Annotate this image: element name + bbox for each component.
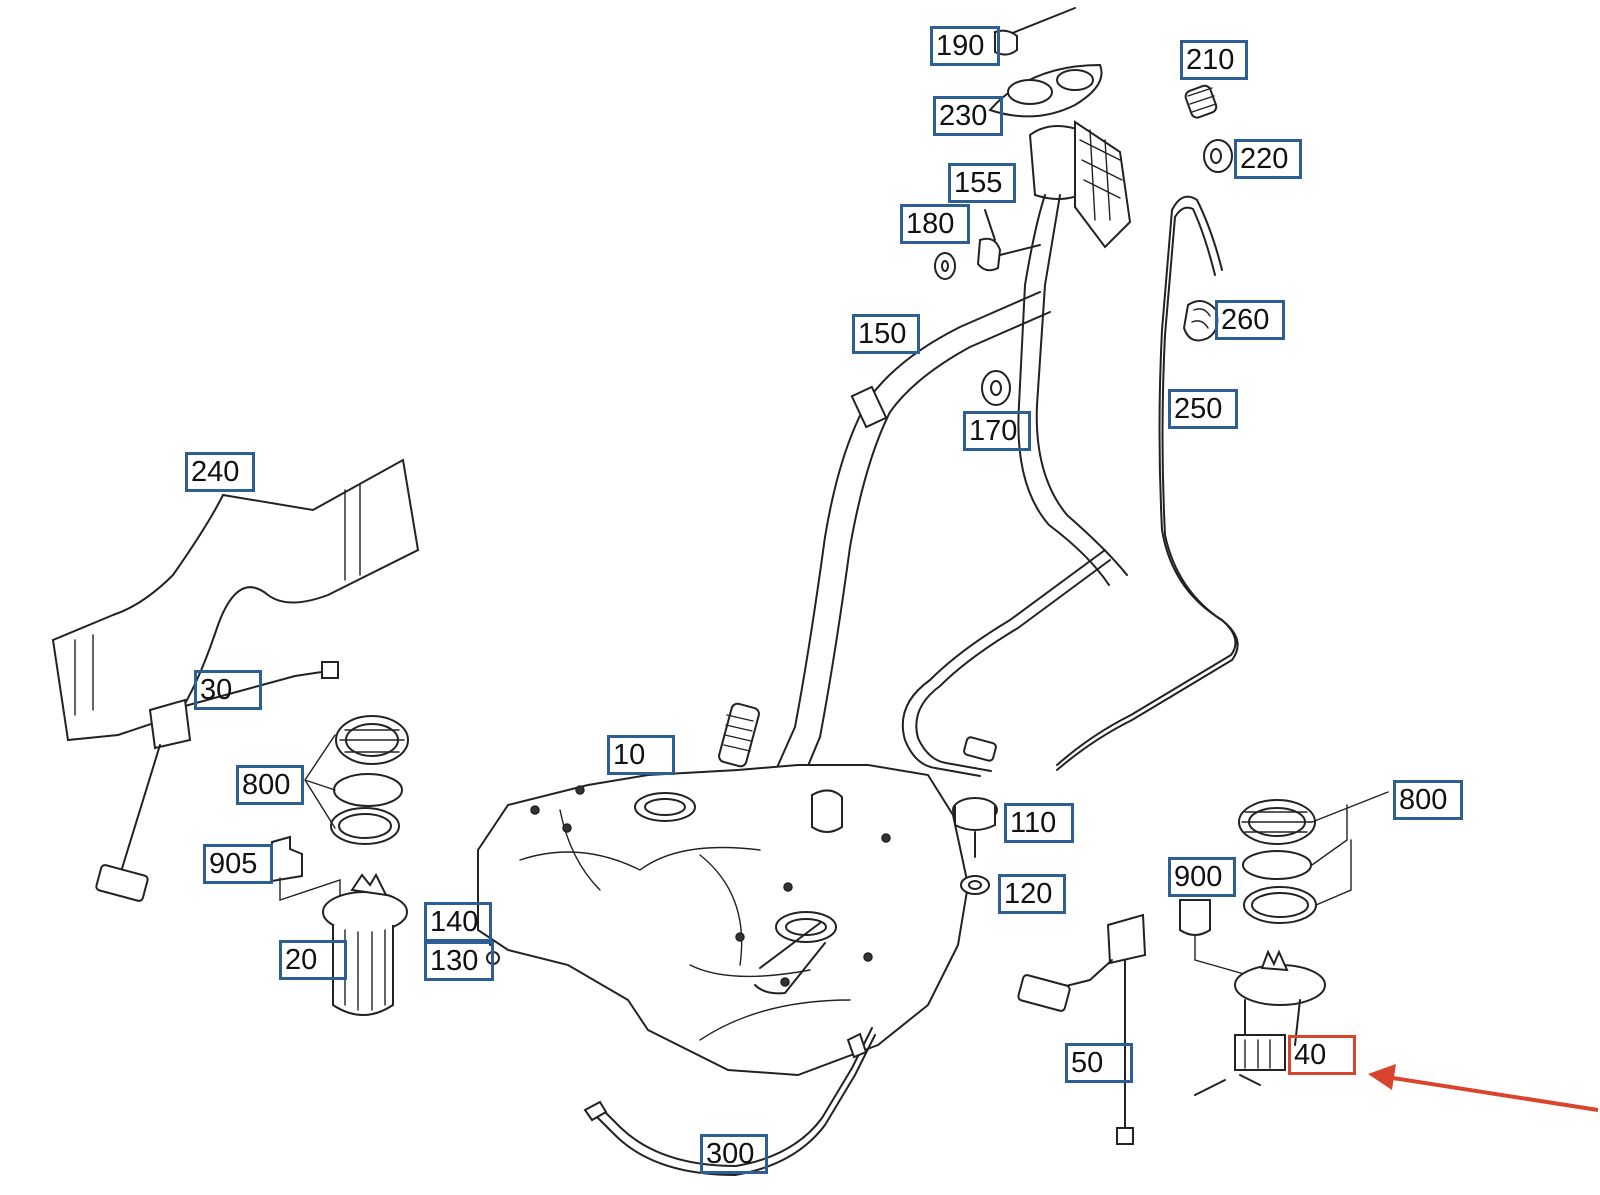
part-150-filler-pipe (718, 291, 1051, 786)
callout-50: 50 (1065, 1043, 1133, 1083)
callout-260: 260 (1215, 300, 1285, 340)
part-210-vent-valve (1184, 84, 1218, 119)
callout-240: 240 (185, 452, 255, 492)
callout-190: 190 (930, 26, 1000, 66)
highlight-arrow (1368, 1064, 1599, 1112)
callout-110: 110 (1004, 803, 1074, 843)
part-190-fuel-cap (994, 7, 1076, 56)
part-10-fuel-tank (477, 764, 970, 1077)
callout-905: 905 (203, 844, 273, 884)
callout-150: 150 (852, 314, 920, 354)
part-110-120-plug (952, 797, 998, 895)
callout-900: 900 (1168, 857, 1236, 897)
part-800-right-rings (1238, 791, 1389, 924)
callout-40-highlighted: 40 (1288, 1035, 1356, 1075)
part-300-strap (583, 1027, 876, 1176)
callout-120: 120 (998, 874, 1066, 914)
callout-130: 130 (424, 941, 494, 981)
callout-800-right: 800 (1393, 780, 1463, 820)
callout-300: 300 (700, 1134, 768, 1174)
callout-800-left: 800 (236, 765, 304, 805)
part-170-grommet (981, 370, 1011, 406)
callout-250: 250 (1168, 389, 1238, 429)
callout-30: 30 (194, 670, 262, 710)
part-fuel-lines (901, 549, 1111, 777)
part-filler-neck-housing (1017, 120, 1132, 586)
part-250-vent-line (1056, 195, 1239, 771)
callout-155: 155 (948, 163, 1016, 203)
part-240-heat-shield (51, 458, 420, 742)
part-220-grommet (1203, 139, 1233, 173)
part-40-fuel-pump (1194, 949, 1326, 1096)
callout-210: 210 (1180, 40, 1248, 80)
callout-180: 180 (900, 204, 970, 244)
part-905-bracket (271, 835, 341, 901)
callout-230: 230 (933, 96, 1003, 136)
callout-140: 140 (424, 902, 492, 942)
part-230-gasket (988, 63, 1103, 118)
part-260-clamp (1182, 300, 1219, 342)
callout-220: 220 (1234, 139, 1302, 179)
part-155-180-sensor (934, 209, 1041, 280)
part-50-level-sensor (1017, 913, 1147, 1145)
part-30-level-sender (95, 661, 339, 902)
callout-10: 10 (607, 735, 675, 775)
part-800-left-rings (304, 715, 409, 845)
part-20-fuel-pump (322, 872, 408, 1016)
callout-170: 170 (963, 411, 1031, 451)
callout-20: 20 (279, 940, 347, 980)
